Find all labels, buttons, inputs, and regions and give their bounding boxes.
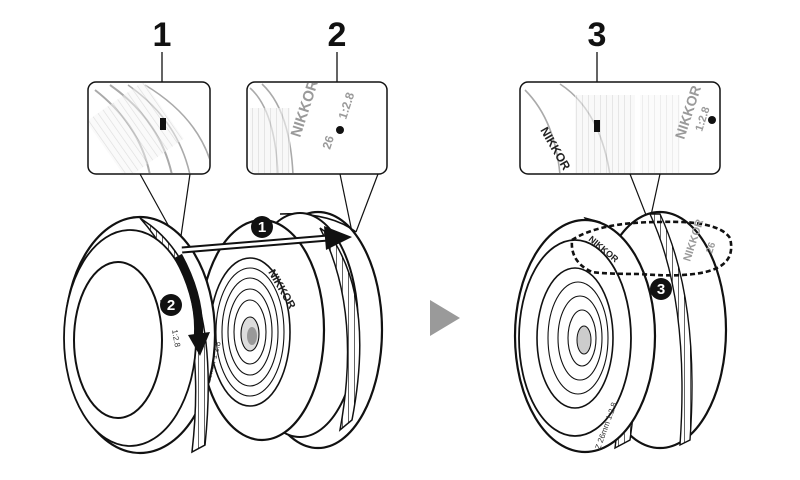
inset-3-link-a <box>629 173 649 221</box>
lens-mount-dot <box>336 126 344 134</box>
svg-text:3: 3 <box>657 281 665 298</box>
assembled-lens-focal: 26 <box>704 241 718 255</box>
inset-aligned-marks: NIKKOR NIKKOR 1:2.8 <box>519 81 721 175</box>
inset-cap-mark <box>87 81 211 175</box>
step-2-badge: 2 <box>160 294 182 316</box>
assembled-lens: Z 26mm 1:2.8 <box>513 210 728 454</box>
inset-lens-mark: NIKKOR 26 1:2.8 <box>246 81 388 175</box>
step-3-badge: 3 <box>650 278 672 300</box>
callout-3: 3 <box>588 16 607 54</box>
callout-2: 2 <box>328 16 347 54</box>
arrow-align-marks <box>181 226 352 254</box>
lens-cap: Z 1:2.8 <box>63 215 217 455</box>
svg-text:2: 2 <box>167 297 175 314</box>
step-1-badge: 1 <box>251 216 273 238</box>
arrow-rotate-cap <box>174 253 210 356</box>
inset-2-link-b <box>355 173 379 233</box>
callout-1: 1 <box>153 16 172 54</box>
inset-1-link-b <box>179 173 191 244</box>
inset-2-spec: 26 <box>320 134 338 151</box>
inset-2-link-a <box>339 173 353 233</box>
svg-text:1: 1 <box>258 219 266 236</box>
cap-aperture-label: 1:2.8 <box>170 329 182 349</box>
next-step-arrow-icon <box>430 300 460 336</box>
lens-body: NIKKOR Z 26mm 1:2.8 <box>198 210 384 450</box>
